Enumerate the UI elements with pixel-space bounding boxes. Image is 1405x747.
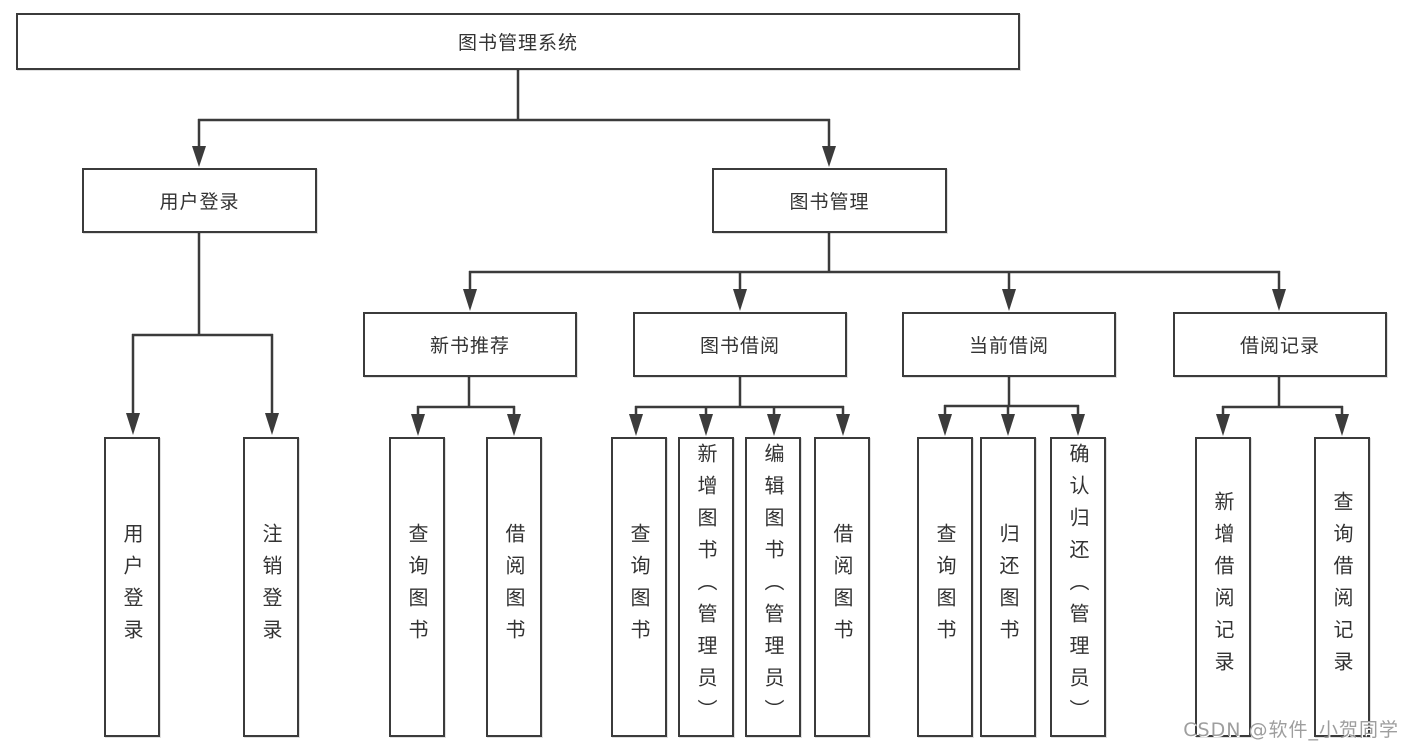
leaf-user-login: 用户登录 <box>104 437 160 737</box>
leaf-borrow-query: 查询图书 <box>611 437 667 737</box>
node-borrow-records: 借阅记录 <box>1173 312 1387 377</box>
node-root: 图书管理系统 <box>16 13 1020 70</box>
node-book-management: 图书管理 <box>712 168 947 233</box>
node-book-borrow: 图书借阅 <box>633 312 847 377</box>
leaf-record-query-label: 查询借阅记录 <box>1330 491 1354 683</box>
leaf-borrow-add-admin: 新增图书（管理员） <box>678 437 734 737</box>
leaf-record-query: 查询借阅记录 <box>1314 437 1370 737</box>
node-user-login-label: 用户登录 <box>159 191 240 213</box>
node-current-borrow: 当前借阅 <box>902 312 1116 377</box>
node-new-book-recommend: 新书推荐 <box>363 312 577 377</box>
node-book-borrow-label: 图书借阅 <box>699 335 780 357</box>
leaf-borrow-edit-admin: 编辑图书（管理员） <box>745 437 801 737</box>
leaf-borrow-add-admin-label: 新增图书（管理员） <box>694 443 718 731</box>
leaf-current-query: 查询图书 <box>917 437 973 737</box>
csdn-watermark: CSDN @软件_小贺同学 <box>1183 719 1399 741</box>
leaf-newbook-query-label: 查询图书 <box>405 523 429 651</box>
leaf-current-query-label: 查询图书 <box>933 523 957 651</box>
leaf-borrow-borrow-label: 借阅图书 <box>830 523 854 651</box>
leaf-newbook-borrow: 借阅图书 <box>486 437 542 737</box>
leaf-current-confirm-admin-label: 确认归还（管理员） <box>1066 443 1090 731</box>
node-user-login: 用户登录 <box>82 168 317 233</box>
leaf-current-confirm-admin: 确认归还（管理员） <box>1050 437 1106 737</box>
leaf-record-add: 新增借阅记录 <box>1195 437 1251 737</box>
leaf-borrow-borrow: 借阅图书 <box>814 437 870 737</box>
leaf-current-return: 归还图书 <box>980 437 1036 737</box>
leaf-logout-label: 注销登录 <box>259 523 283 651</box>
leaf-current-return-label: 归还图书 <box>996 523 1020 651</box>
arrowheads <box>126 146 1349 436</box>
node-book-management-label: 图书管理 <box>789 191 870 213</box>
leaf-record-add-label: 新增借阅记录 <box>1211 491 1235 683</box>
node-current-borrow-label: 当前借阅 <box>968 335 1049 357</box>
leaf-borrow-edit-admin-label: 编辑图书（管理员） <box>761 443 785 731</box>
leaf-borrow-query-label: 查询图书 <box>627 523 651 651</box>
leaf-newbook-borrow-label: 借阅图书 <box>502 523 526 651</box>
node-borrow-records-label: 借阅记录 <box>1239 335 1320 357</box>
leaf-logout: 注销登录 <box>243 437 299 737</box>
node-root-label: 图书管理系统 <box>457 32 578 54</box>
leaf-newbook-query: 查询图书 <box>389 437 445 737</box>
leaf-user-login-label: 用户登录 <box>120 523 144 651</box>
node-new-book-recommend-label: 新书推荐 <box>429 335 510 357</box>
